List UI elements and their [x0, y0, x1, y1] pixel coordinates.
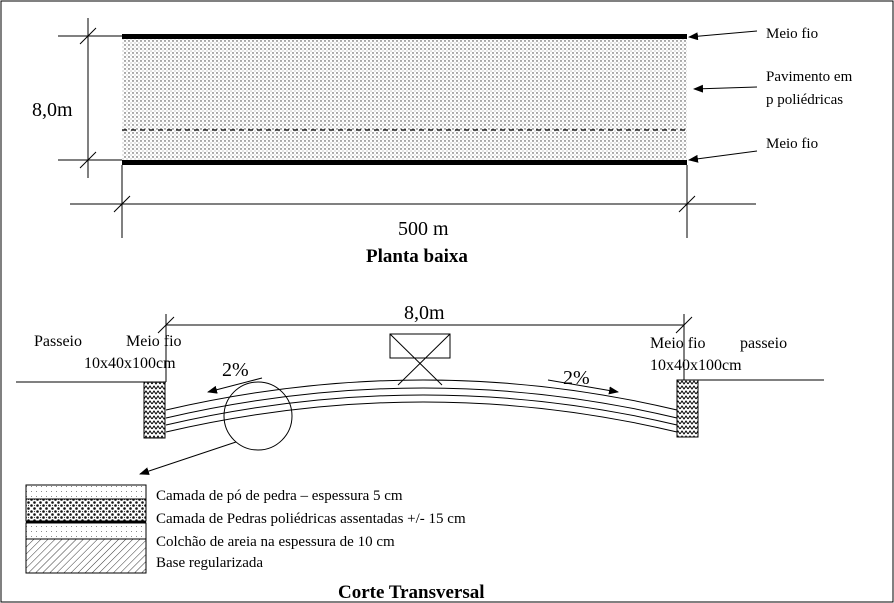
right-passeio: passeio: [740, 335, 787, 352]
legend-swatch-base: [25, 538, 147, 574]
plan-length-dim: 500 m: [398, 218, 449, 240]
legend-label-3: Base regularizada: [156, 555, 263, 571]
legend-swatch-pedras: [25, 498, 147, 522]
legend-divider: [26, 521, 146, 523]
curb-right: [676, 379, 699, 438]
legend-swatch-areia: [25, 522, 147, 540]
section-view: 8,0m 2% 2% Passeio Meio fio 10x40x100cm …: [16, 302, 824, 475]
pavement-plan: [122, 36, 687, 162]
legend: Camada de pó de pedra – espessura 5 cm C…: [25, 484, 466, 574]
curb-bottom: [122, 160, 687, 165]
left-size: 10x40x100cm: [84, 355, 176, 372]
legend-swatch-po-de-pedra: [25, 484, 147, 500]
legend-label-2: Colchão de areia na espessura de 10 cm: [156, 534, 395, 550]
plan-view: 8,0m 500 m Meio fio Pavimento em p polié…: [32, 18, 853, 267]
plan-title: Planta baixa: [366, 246, 468, 267]
right-meio-fio: Meio fio: [650, 335, 706, 352]
label-meio-fio-bottom: Meio fio: [766, 136, 818, 152]
legend-label-1: Camada de Pedras poliédricas assentadas …: [156, 511, 466, 527]
detail-circle: [223, 381, 293, 451]
label-pavimento-2: p poliédricas: [766, 92, 843, 108]
curb-left: [143, 381, 166, 439]
right-size: 10x40x100cm: [650, 357, 742, 374]
slope-left: 2%: [222, 359, 249, 381]
curb-top: [122, 34, 687, 39]
section-width-dim: 8,0m: [404, 302, 445, 324]
left-meio-fio: Meio fio: [126, 333, 182, 350]
slope-right: 2%: [563, 367, 590, 389]
legend-label-0: Camada de pó de pedra – espessura 5 cm: [156, 488, 403, 504]
center-marker: [389, 333, 451, 359]
left-passeio: Passeio: [34, 333, 82, 350]
section-title: Corte Transversal: [338, 582, 485, 603]
label-meio-fio-top: Meio fio: [766, 26, 818, 42]
plan-width-dim: 8,0m: [32, 99, 73, 121]
label-pavimento-1: Pavimento em: [766, 69, 853, 85]
